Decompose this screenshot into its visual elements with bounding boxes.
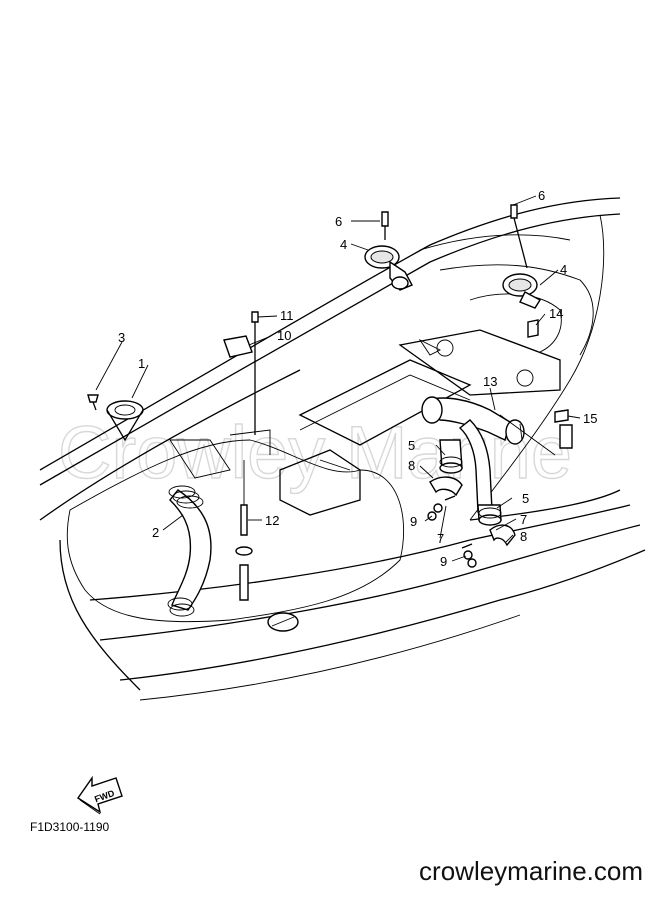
callout-12: 12 bbox=[265, 513, 279, 528]
part-cap-screw bbox=[87, 394, 99, 411]
part-vent-duct bbox=[421, 396, 556, 513]
callout-11: 11 bbox=[280, 308, 294, 323]
leader-lines bbox=[95, 195, 581, 562]
part-bolt-right bbox=[510, 204, 528, 269]
fwd-arrow-icon: FWD bbox=[77, 775, 123, 815]
callout-5a: 5 bbox=[408, 438, 415, 453]
callout-1: 1 bbox=[138, 356, 145, 371]
part-hose-right bbox=[477, 504, 502, 526]
part-fitting bbox=[554, 409, 573, 449]
part-filler-flange bbox=[106, 400, 144, 442]
figure-code: F1D3100-1190 bbox=[30, 820, 110, 834]
callout-9b: 9 bbox=[440, 554, 447, 569]
part-vent-left bbox=[364, 245, 413, 291]
part-hose-left bbox=[439, 439, 463, 474]
callout-7b: 7 bbox=[520, 512, 527, 527]
part-bolt-left bbox=[381, 211, 389, 240]
callout-6a: 6 bbox=[335, 214, 342, 229]
callout-9a: 9 bbox=[410, 514, 417, 529]
callout-10: 10 bbox=[277, 328, 291, 343]
callout-7a: 7 bbox=[437, 531, 444, 546]
callout-6b: 6 bbox=[538, 188, 545, 203]
tank-region bbox=[66, 429, 405, 632]
callout-14: 14 bbox=[549, 306, 563, 321]
site-url[interactable]: crowleymarine.com bbox=[419, 856, 643, 886]
callout-4a: 4 bbox=[340, 237, 347, 252]
callout-8b: 8 bbox=[520, 529, 527, 544]
part-filler-hose bbox=[167, 485, 212, 617]
part-clamp-upper bbox=[429, 476, 463, 497]
part-band-lower bbox=[461, 543, 477, 568]
part-band-upper bbox=[427, 495, 456, 521]
part-sender-screw bbox=[251, 311, 259, 435]
callout-8a: 8 bbox=[408, 458, 415, 473]
deck-frame bbox=[279, 329, 561, 516]
callout-13: 13 bbox=[483, 374, 497, 389]
part-fuel-pickup bbox=[235, 460, 253, 601]
callout-15: 15 bbox=[583, 411, 597, 426]
callout-2: 2 bbox=[152, 525, 159, 540]
part-vent-right bbox=[502, 273, 541, 309]
callout-4b: 4 bbox=[560, 262, 567, 277]
callout-3: 3 bbox=[118, 330, 125, 345]
callouts: 1 2 3 4 4 5 5 6 6 7 7 8 8 9 9 10 11 12 1… bbox=[118, 188, 597, 569]
part-connector bbox=[527, 319, 539, 338]
part-sender-box bbox=[223, 335, 253, 358]
part-clamp-lower bbox=[489, 524, 516, 547]
callout-5b: 5 bbox=[522, 491, 529, 506]
